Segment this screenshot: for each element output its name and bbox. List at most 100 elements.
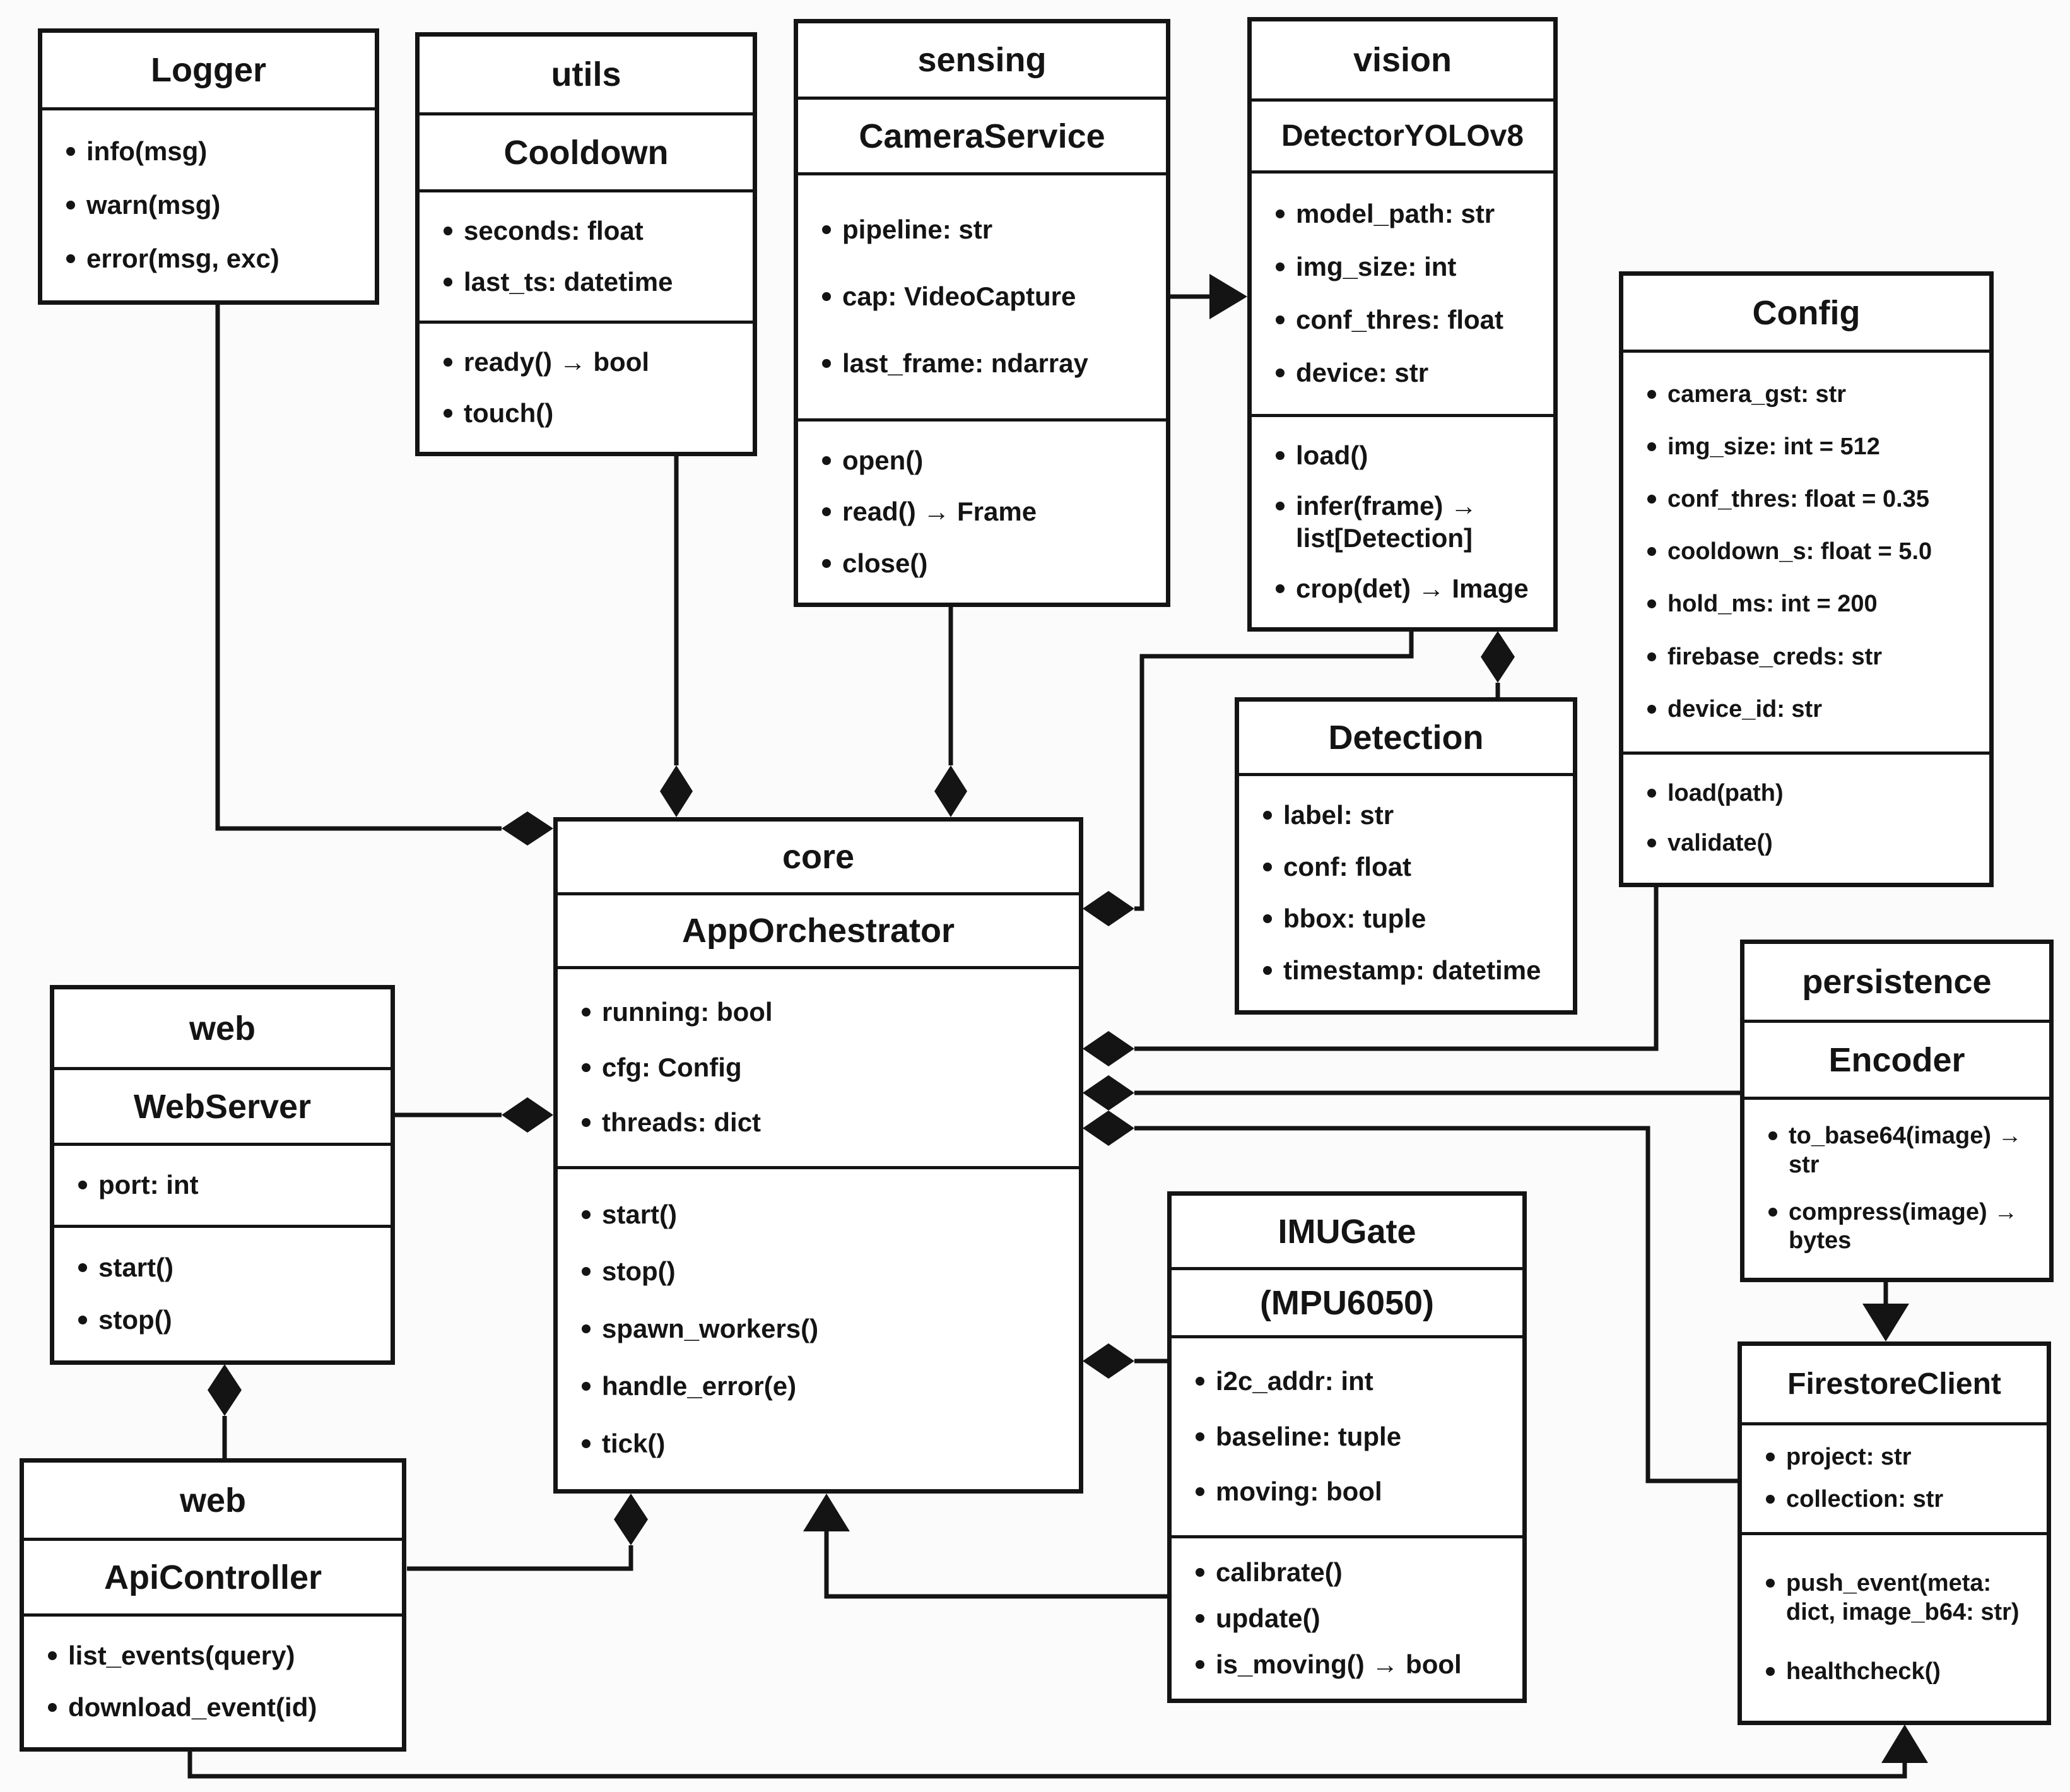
bullet-icon xyxy=(1263,863,1272,872)
bullet-icon xyxy=(1647,704,1656,714)
attribute-item: cap: VideoCapture xyxy=(822,281,1156,312)
attribute-section: seconds: float last_ts: datetime xyxy=(420,192,753,324)
class-title: Config xyxy=(1623,276,1989,353)
bullet-icon xyxy=(582,1118,591,1128)
attribute-item: device: str xyxy=(1276,357,1543,389)
bullet-icon xyxy=(582,1267,591,1276)
package-label: web xyxy=(54,989,391,1070)
attribute-item: model_path: str xyxy=(1276,198,1543,230)
bullet-icon xyxy=(444,358,452,367)
bullet-icon xyxy=(1276,451,1285,460)
attribute-item: img_size: int xyxy=(1276,251,1543,283)
bullet-icon xyxy=(822,359,831,368)
attribute-item: i2c_addr: int xyxy=(1196,1365,1512,1397)
method-section: calibrate() update() is_moving() → bool xyxy=(1172,1538,1522,1699)
class-title: AppOrchestrator xyxy=(558,895,1079,969)
class-config: Config camera_gst: str img_size: int = 5… xyxy=(1619,271,1994,887)
attribute-item: baseline: tuple xyxy=(1196,1421,1512,1453)
bullet-icon xyxy=(1647,547,1656,557)
arrowhead-icon xyxy=(803,1494,850,1531)
class-cooldown: utils Cooldown seconds: float last_ts: d… xyxy=(415,32,757,456)
composition-diamond-icon xyxy=(614,1494,648,1545)
method-item: ready() → bool xyxy=(444,346,743,378)
bullet-icon xyxy=(1196,1487,1204,1497)
class-title: DetectorYOLOv8 xyxy=(1252,102,1553,174)
class-title: Cooldown xyxy=(420,115,753,192)
bullet-icon xyxy=(66,254,75,264)
class-title: Encoder xyxy=(1744,1023,2049,1100)
method-section: load(path) validate() xyxy=(1623,755,1989,883)
attribute-item: device_id: str xyxy=(1647,695,1979,724)
class-webserver: web WebServer port: int start() stop() xyxy=(50,985,395,1365)
bullet-icon xyxy=(822,558,831,568)
bullet-icon xyxy=(1276,209,1285,219)
bullet-icon xyxy=(1768,1131,1777,1141)
package-label: vision xyxy=(1252,21,1553,102)
method-item: validate() xyxy=(1647,829,1979,858)
method-item: spawn_workers() xyxy=(582,1313,1069,1345)
class-detectoryolov8: vision DetectorYOLOv8 model_path: str im… xyxy=(1247,17,1558,632)
bullet-icon xyxy=(1196,1659,1204,1669)
bullet-icon xyxy=(78,1316,87,1325)
bullet-icon xyxy=(582,1210,591,1219)
method-section: list_events(query) download_event(id) xyxy=(24,1617,402,1747)
method-item: read() → Frame xyxy=(822,496,1156,528)
method-item: close() xyxy=(822,548,1156,579)
class-detection: Detection label: str conf: float bbox: t… xyxy=(1235,697,1577,1015)
bullet-icon xyxy=(1647,652,1656,661)
composition-diamond-icon xyxy=(1083,1343,1134,1379)
attribute-item: firebase_creds: str xyxy=(1647,643,1979,672)
attribute-item: label: str xyxy=(1263,799,1563,831)
attribute-item: pipeline: str xyxy=(822,214,1156,245)
bullet-icon xyxy=(444,277,452,286)
bullet-icon xyxy=(1196,1613,1204,1623)
method-section: info(msg) warn(msg) error(msg, exc) xyxy=(42,110,375,300)
method-item: download_event(id) xyxy=(48,1692,392,1723)
bullet-icon xyxy=(1276,315,1285,325)
class-imugate: IMUGate (MPU6050) i2c_addr: int baseline… xyxy=(1167,1191,1527,1703)
bullet-icon xyxy=(582,1324,591,1334)
bullet-icon xyxy=(66,201,75,210)
method-item: list_events(query) xyxy=(48,1640,392,1671)
class-firestoreclient: FirestoreClient project: str collection:… xyxy=(1738,1341,2051,1725)
apicontroller-firestoreclient-arrow xyxy=(187,1751,1907,1779)
bullet-icon xyxy=(1766,1579,1775,1588)
attribute-section: pipeline: str cap: VideoCapture last_fra… xyxy=(798,175,1166,421)
bullet-icon xyxy=(1647,789,1656,798)
method-item: info(msg) xyxy=(66,136,365,167)
class-cameraservice: sensing CameraService pipeline: str cap:… xyxy=(794,19,1170,607)
bullet-icon xyxy=(48,1651,57,1661)
bullet-icon xyxy=(1276,584,1285,593)
method-item: compress(image) → bytes xyxy=(1768,1198,2039,1256)
bullet-icon xyxy=(1263,966,1272,976)
class-encoder: persistence Encoder to_base64(image) → s… xyxy=(1740,940,2054,1282)
bullet-icon xyxy=(1766,1495,1775,1504)
bullet-icon xyxy=(1647,599,1656,609)
bullet-icon xyxy=(48,1703,57,1712)
composition-diamond-icon xyxy=(1083,1031,1134,1066)
attribute-item: camera_gst: str xyxy=(1647,380,1979,410)
class-title: Logger xyxy=(42,33,375,110)
class-title: FirestoreClient xyxy=(1742,1346,2047,1425)
attribute-item: last_frame: ndarray xyxy=(822,348,1156,379)
attribute-item: conf_thres: float xyxy=(1276,304,1543,336)
attribute-item: conf: float xyxy=(1263,851,1563,883)
method-section: load() infer(frame) → list[Detection] cr… xyxy=(1252,417,1553,627)
method-section: to_base64(image) → str compress(image) →… xyxy=(1744,1100,2049,1278)
bullet-icon xyxy=(822,456,831,465)
method-item: load(path) xyxy=(1647,779,1979,808)
composition-diamond-icon xyxy=(934,765,967,817)
bullet-icon xyxy=(582,1008,591,1017)
bullet-icon xyxy=(822,292,831,302)
attribute-item: threads: dict xyxy=(582,1107,1069,1138)
method-item: tick() xyxy=(582,1428,1069,1459)
bullet-icon xyxy=(1196,1432,1204,1441)
method-section: start() stop() spawn_workers() handle_er… xyxy=(558,1169,1079,1489)
attribute-item: seconds: float xyxy=(444,215,743,247)
attribute-item: running: bool xyxy=(582,996,1069,1028)
attribute-item: cfg: Config xyxy=(582,1052,1069,1083)
method-item: start() xyxy=(582,1199,1069,1230)
attribute-item: conf_thres: float = 0.35 xyxy=(1647,485,1979,514)
class-apicontroller: web ApiController list_events(query) dow… xyxy=(20,1458,406,1752)
